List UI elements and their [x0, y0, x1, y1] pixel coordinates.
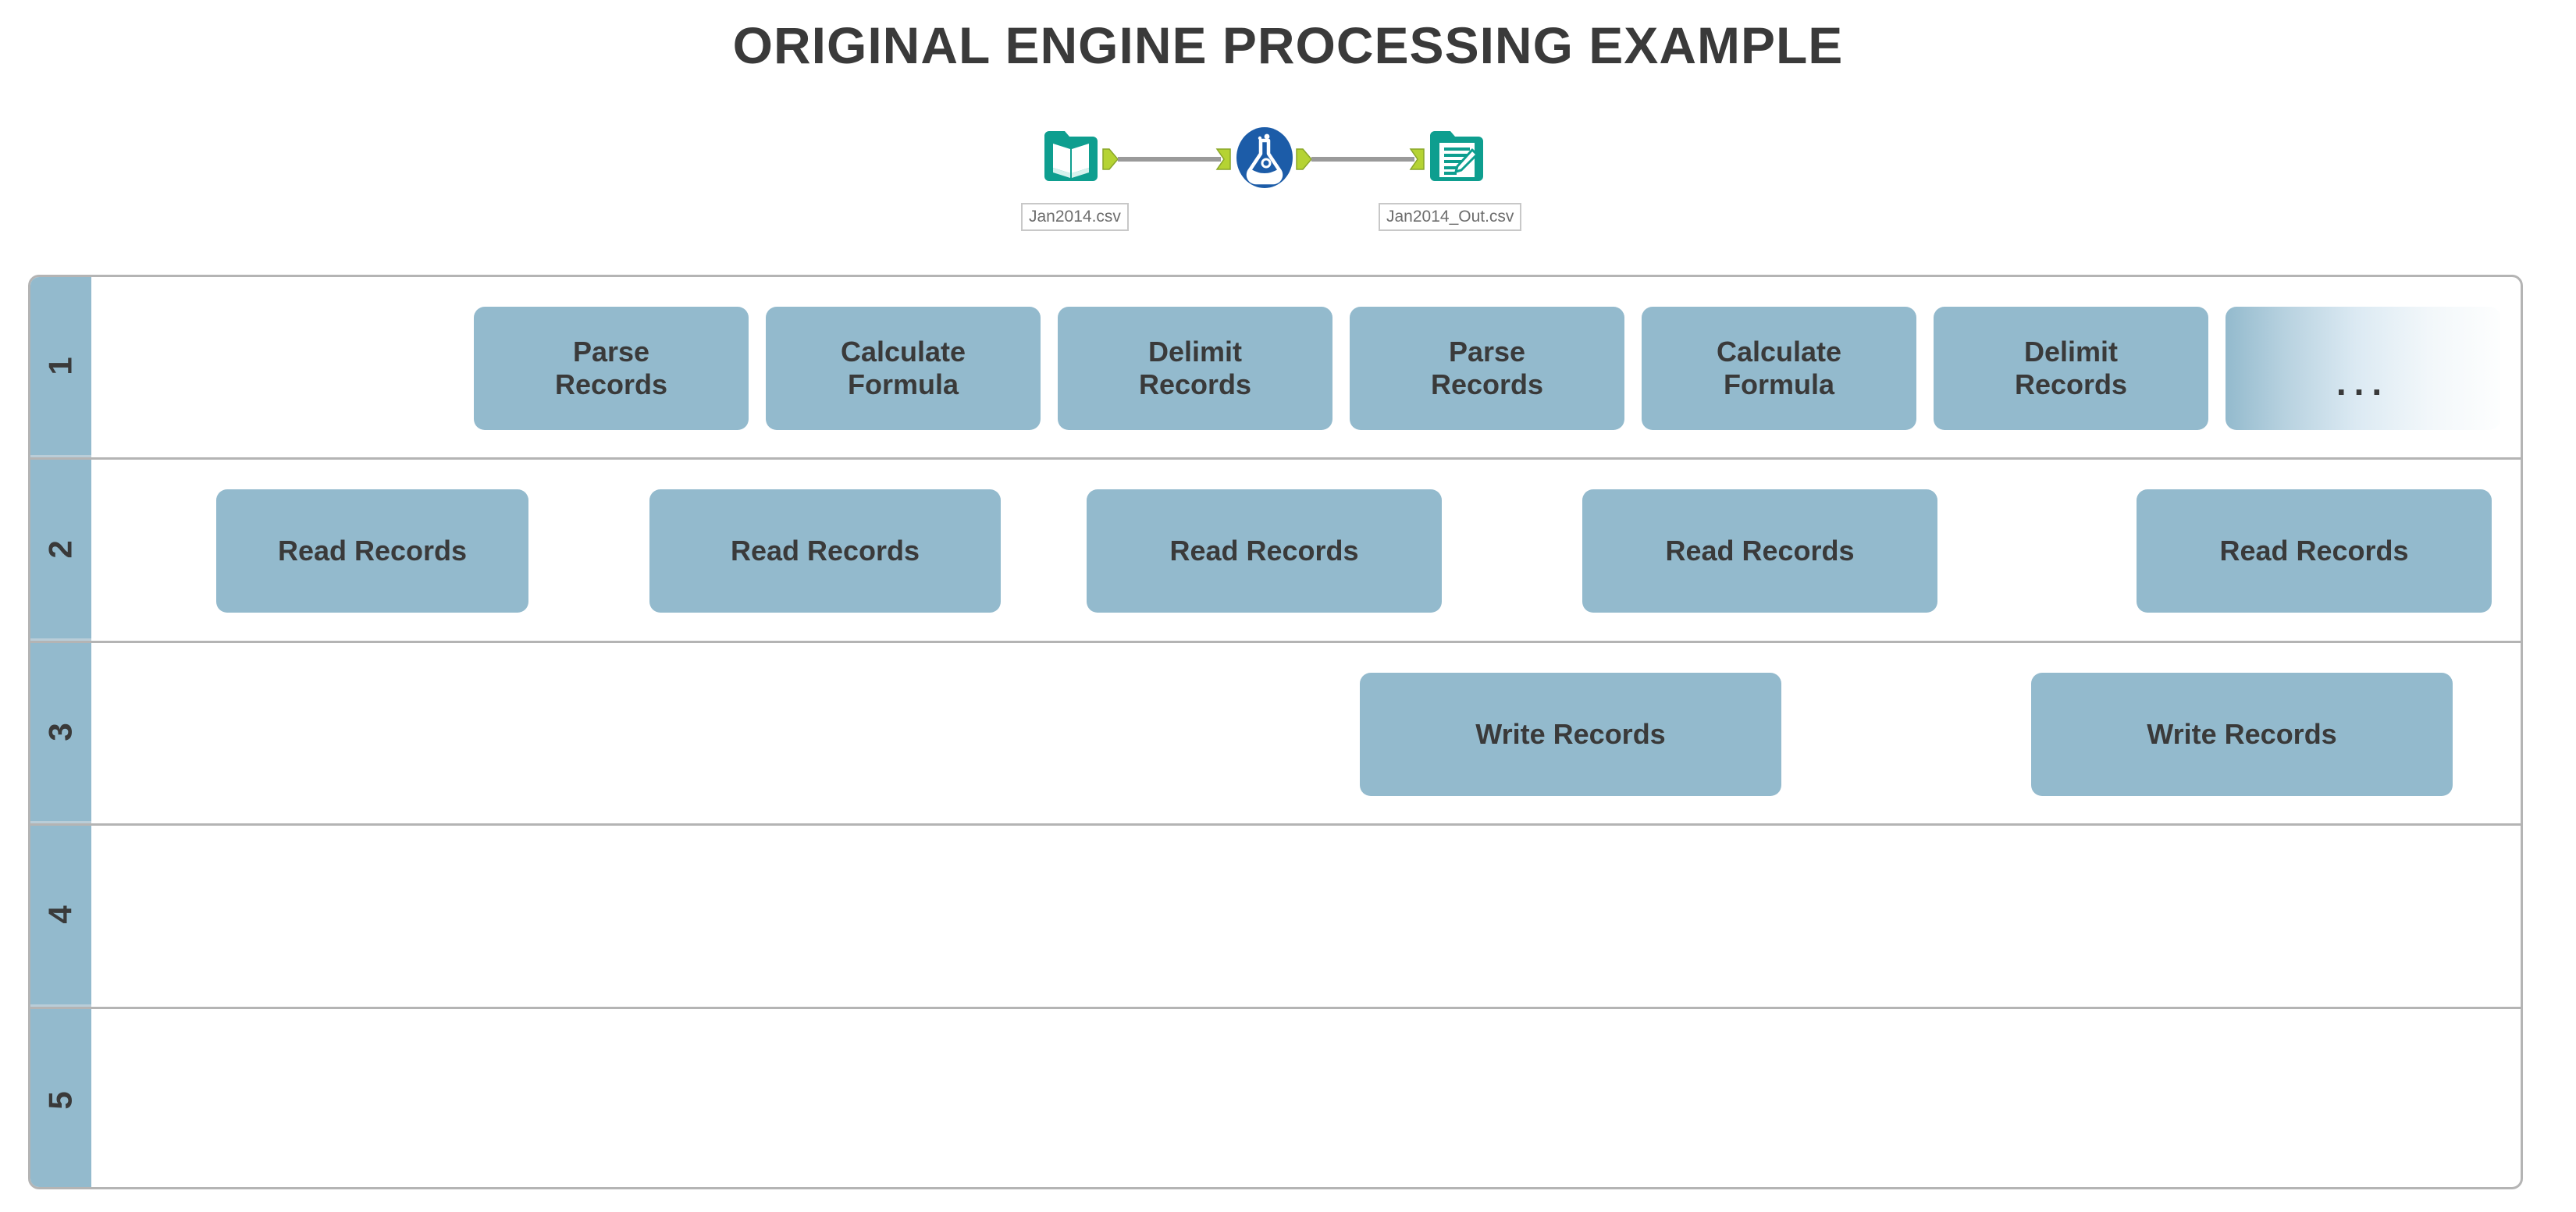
process-block[interactable]: Read Records [1087, 489, 1442, 613]
block-line-1: Read Records [730, 535, 920, 567]
connector-input-to-formula [1118, 157, 1221, 162]
row-header-2: 2 [30, 460, 91, 641]
block-line-1: Write Records [1475, 717, 1666, 750]
row-header-3: 3 [30, 642, 91, 824]
row-header-1: 1 [30, 277, 91, 458]
process-block[interactable]: Calculate Formula [766, 307, 1041, 430]
block-line-1: Calculate [840, 335, 966, 368]
output-anchor-formula[interactable] [1296, 148, 1313, 170]
process-block[interactable]: Read Records [216, 489, 528, 613]
row-body-3: Write Records Write Records [91, 643, 2521, 823]
input-anchor-output-data[interactable] [1408, 148, 1425, 170]
workflow-node-formula[interactable] [1232, 125, 1297, 190]
workflow-node-output-data[interactable] [1424, 125, 1489, 190]
block-line-1: Parse [572, 335, 650, 368]
process-block[interactable]: Delimit Records [1934, 307, 2208, 430]
process-block[interactable]: Calculate Formula [1642, 307, 1916, 430]
block-line-2: Formula [1723, 368, 1834, 400]
ellipsis-label: ... [2336, 361, 2390, 403]
row-header-label-5: 5 [41, 1091, 79, 1110]
block-line-2: Formula [847, 368, 959, 400]
formula-flask-icon [1232, 125, 1297, 190]
row-body-4 [91, 826, 2521, 1006]
grid-row-1: 1 Parse Records Calculate Formula Delimi… [30, 277, 2521, 460]
workflow-label-input-file: Jan2014.csv [1021, 203, 1129, 231]
row-header-5: 5 [30, 1008, 91, 1187]
process-block[interactable]: Parse Records [1350, 307, 1624, 430]
page-title: ORIGINAL ENGINE PROCESSING EXAMPLE [732, 16, 1844, 74]
row-body-1: Parse Records Calculate Formula Delimit … [91, 277, 2521, 457]
row-header-label-3: 3 [41, 723, 79, 741]
workflow-node-input-data[interactable] [1038, 125, 1104, 190]
block-line-2: Records [2014, 368, 2128, 400]
row-body-5 [91, 1009, 2521, 1187]
process-block[interactable]: Read Records [2137, 489, 2492, 613]
block-line-1: Calculate [1716, 335, 1842, 368]
block-line-2: Records [1138, 368, 1252, 400]
process-block[interactable]: Read Records [649, 489, 1001, 613]
block-line-1: Write Records [2147, 717, 2337, 750]
block-line-1: Delimit [1147, 335, 1243, 368]
grid-row-5: 5 [30, 1008, 2521, 1187]
process-block[interactable]: Delimit Records [1058, 307, 1332, 430]
row-header-4: 4 [30, 826, 91, 1007]
process-block[interactable]: Parse Records [474, 307, 749, 430]
output-data-document-icon [1424, 125, 1489, 190]
block-line-1: Read Records [2219, 535, 2409, 567]
block-line-1: Parse [1448, 335, 1526, 368]
row-header-label-4: 4 [41, 905, 79, 925]
block-line-1: Read Records [1665, 535, 1855, 567]
process-block[interactable]: Write Records [1360, 672, 1781, 796]
output-anchor-input-data[interactable] [1102, 148, 1119, 170]
block-line-1: Delimit [2023, 335, 2119, 368]
row-header-label-2: 2 [41, 539, 79, 559]
grid-row-3: 3 Write Records Write Records [30, 642, 2521, 826]
process-block-ellipsis[interactable]: ... [2226, 307, 2500, 430]
connector-formula-to-output [1311, 157, 1414, 162]
input-anchor-formula[interactable] [1215, 148, 1232, 170]
process-block[interactable]: Read Records [1582, 489, 1937, 613]
row-header-label-1: 1 [41, 357, 79, 375]
workflow-canvas: Jan2014.csv Jan2014_Out.csv [1015, 125, 1577, 250]
process-block[interactable]: Write Records [2031, 672, 2453, 796]
block-line-2: Records [554, 368, 668, 400]
block-line-1: Read Records [1169, 535, 1359, 567]
input-data-book-icon [1038, 125, 1104, 190]
block-line-2: Records [1430, 368, 1544, 400]
processing-grid: 1 Parse Records Calculate Formula Delimi… [28, 275, 2523, 1189]
grid-row-2: 2 Read Records Read Records Read Records… [30, 460, 2521, 643]
block-line-1: Read Records [277, 535, 468, 567]
row-body-2: Read Records Read Records Read Records R… [91, 460, 2521, 640]
workflow-label-output-file: Jan2014_Out.csv [1379, 203, 1522, 231]
grid-row-4: 4 [30, 826, 2521, 1009]
